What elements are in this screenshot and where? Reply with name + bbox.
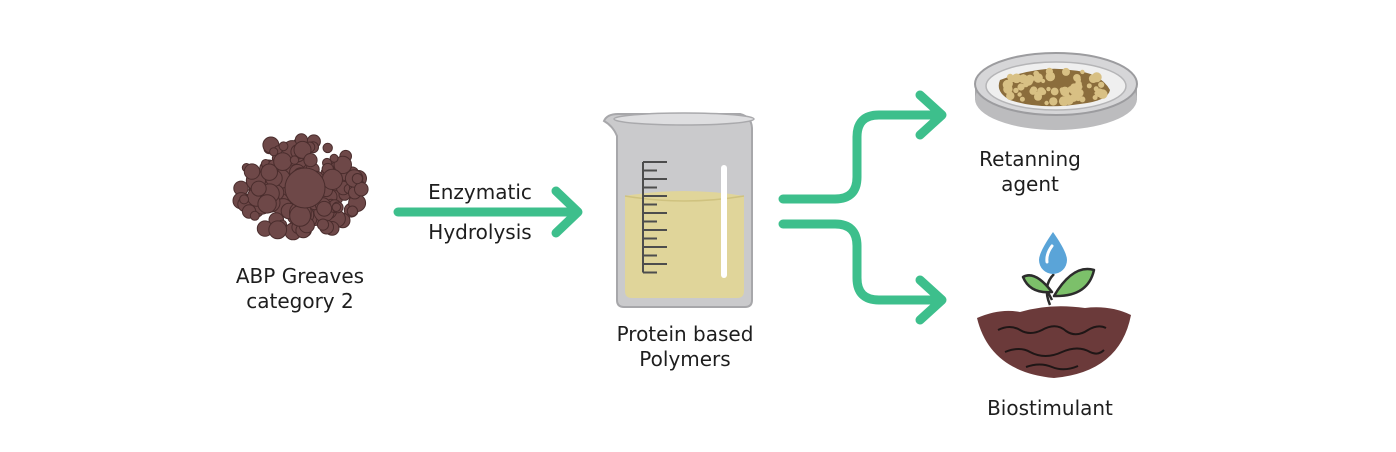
retanning-label: Retanning agent [950, 147, 1110, 197]
protein-label-line1: Protein based [616, 322, 754, 346]
soil-plant-icon [977, 267, 1131, 378]
greaves-label: ABP Greaves category 2 [200, 264, 400, 314]
process-label-line1: Enzymatic [428, 180, 532, 204]
protein-label: Protein based Polymers [585, 322, 785, 372]
split-arrows [778, 90, 947, 325]
water-drop-icon [1039, 232, 1067, 274]
retanning-label-line2: agent [1001, 172, 1059, 196]
greaves-label-line1: ABP Greaves [235, 264, 365, 288]
process-label-line2: Hydrolysis [428, 220, 532, 244]
greaves-pile-icon [232, 133, 369, 241]
retanning-label-line1: Retanning [979, 147, 1081, 171]
beaker-scale [642, 161, 667, 274]
biostimulant-label: Biostimulant [987, 396, 1113, 420]
hydrolysis-arrow [393, 186, 583, 238]
protein-label-line2: Polymers [639, 347, 731, 371]
greaves-label-line2: category 2 [246, 289, 354, 313]
petri-dish-icon [974, 52, 1138, 130]
beaker-icon [602, 112, 755, 308]
